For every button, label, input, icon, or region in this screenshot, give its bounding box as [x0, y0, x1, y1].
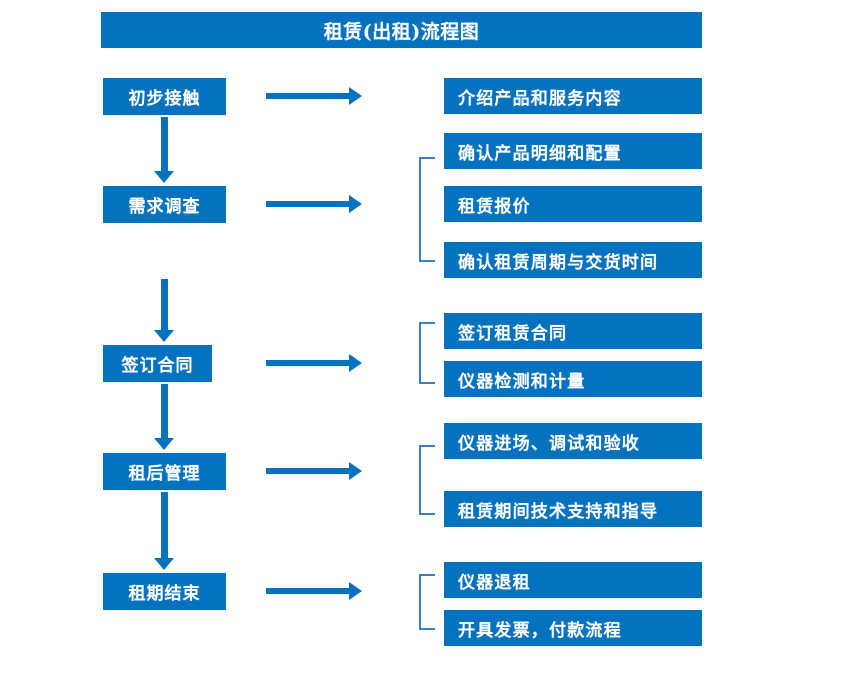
horizontal-arrow-stage3: [266, 354, 362, 372]
group-bracket-post-rental: [419, 445, 435, 515]
detail-box-instrument-inspection[interactable]: 仪器检测和计量: [444, 361, 702, 397]
detail-box-confirm-product-details[interactable]: 确认产品明细和配置: [444, 133, 702, 169]
stage-box-rental-end[interactable]: 租期结束: [103, 573, 226, 610]
detail-box-sign-rental-contract[interactable]: 签订租赁合同: [444, 313, 702, 349]
detail-box-technical-support[interactable]: 租赁期间技术支持和指导: [444, 491, 702, 527]
stage-box-sign-contract[interactable]: 签订合同: [103, 345, 212, 382]
detail-box-instrument-entry-commissioning[interactable]: 仪器进场、调试和验收: [444, 423, 702, 459]
stage-box-initial-contact[interactable]: 初步接触: [103, 78, 226, 115]
vertical-arrow-stage3-to-stage4: [154, 384, 174, 450]
detail-box-rental-quotation[interactable]: 租赁报价: [444, 186, 702, 222]
detail-box-introduce-products[interactable]: 介绍产品和服务内容: [444, 78, 702, 114]
flowchart-title: 租赁(出租)流程图: [101, 12, 702, 48]
group-bracket-rental-end: [419, 574, 435, 630]
detail-box-invoice-payment[interactable]: 开具发票，付款流程: [444, 610, 702, 646]
horizontal-arrow-stage4: [266, 462, 362, 480]
detail-box-instrument-return[interactable]: 仪器退租: [444, 562, 702, 598]
detail-box-confirm-rental-period[interactable]: 确认租赁周期与交货时间: [444, 242, 702, 278]
horizontal-arrow-stage2: [266, 195, 362, 213]
vertical-arrow-stage1-to-stage2: [154, 117, 174, 183]
stage-box-post-rental-management[interactable]: 租后管理: [103, 453, 226, 490]
vertical-arrow-stage4-to-stage5: [154, 492, 174, 570]
horizontal-arrow-stage1: [266, 87, 362, 105]
horizontal-arrow-stage5: [266, 582, 362, 600]
stage-box-needs-survey[interactable]: 需求调查: [103, 186, 226, 223]
group-bracket-needs-survey: [419, 157, 435, 262]
vertical-arrow-stage2-to-stage3: [154, 279, 174, 342]
group-bracket-sign-contract: [419, 322, 435, 384]
